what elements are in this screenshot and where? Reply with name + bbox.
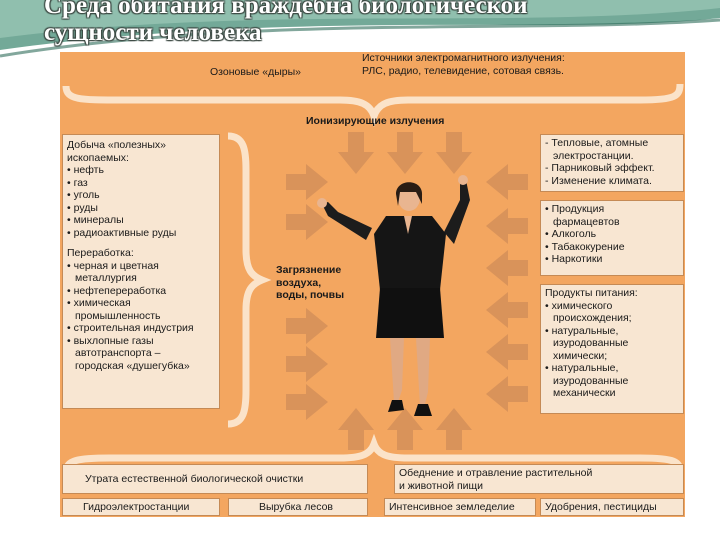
left-box-line: Добыча «полезных» — [67, 139, 166, 151]
right-box2-line: фармацевтов — [553, 215, 620, 228]
right-box3-line: происхождения; — [553, 312, 632, 324]
arrow-up-1 — [338, 408, 374, 450]
left-box-line: • газ — [67, 176, 88, 189]
header-swoosh — [0, 0, 720, 58]
ionizing-radiation-label: Ионизирующие излучения — [306, 115, 445, 127]
arrow-left-4 — [486, 292, 528, 328]
left-box-line: автотранспорта – — [75, 347, 161, 359]
right-box3-line: механически — [553, 387, 616, 399]
left-box-line: • нефтепереработка — [67, 284, 167, 297]
arrow-up-2 — [387, 408, 423, 450]
fertilizers-label: Удобрения, пестициды — [545, 501, 657, 513]
left-box-line: • черная и цветная — [67, 259, 159, 272]
power-plants-box: - Тепловые, атомные электростанции. - Па… — [540, 134, 684, 192]
arrow-left-3 — [486, 250, 528, 286]
arrow-down-1 — [338, 132, 374, 174]
hydro-power-label: Гидроэлектростанции — [83, 501, 190, 513]
right-box3-line: • натуральные, — [545, 362, 619, 374]
right-box2-line: • Алкоголь — [545, 228, 597, 240]
left-box-line: ископаемых: — [67, 151, 129, 164]
right-box3-line: изуродованные — [553, 337, 629, 349]
ozone-holes-label: Озоновые «дыры» — [210, 66, 301, 78]
left-box-line: • выхлопные газы — [67, 334, 154, 347]
left-box-line: • строительная индустрия — [67, 322, 194, 334]
right-box3-line: • натуральные, — [545, 324, 619, 337]
arrow-left-1 — [486, 164, 528, 200]
intensive-farming-box: Интенсивное земледелие — [384, 498, 536, 516]
em-sources-line-1: Источники электромагнитного излучения: — [362, 52, 565, 64]
left-box-line: • радиоактивные руды — [67, 226, 177, 239]
right-box3-line: химически; — [553, 349, 608, 362]
left-box-line: • нефть — [67, 164, 104, 176]
title-line-1: Среда обитания враждебна биологической — [44, 0, 528, 19]
left-brace — [227, 132, 272, 428]
arrow-right-4 — [286, 346, 328, 382]
right-box3-line: изуродованные — [553, 374, 629, 387]
em-sources-line-2: РЛС, радио, телевидение, сотовая связь. — [362, 65, 564, 77]
logging-box: Вырубка лесов — [228, 498, 368, 516]
arrow-down-3 — [436, 132, 472, 174]
intensive-farming-label: Интенсивное земледелие — [389, 501, 515, 513]
pollution-line-1: Загрязнение — [276, 264, 342, 276]
fertilizers-box: Удобрения, пестициды — [540, 498, 684, 516]
left-box-line: Переработка: — [67, 247, 134, 259]
arrow-right-3 — [286, 308, 328, 344]
left-box-line — [67, 239, 215, 247]
arrow-left-2 — [486, 208, 528, 244]
arrow-left-6 — [486, 376, 528, 412]
left-box-line: • руды — [67, 201, 98, 214]
bottom-brace — [62, 433, 684, 473]
right-box1-line: - Тепловые, атомные — [545, 137, 649, 149]
food-depletion-line-2: и животной пищи — [399, 479, 484, 492]
food-depletion-box: Обеднение и отравление растительной и жи… — [394, 464, 684, 494]
logging-label: Вырубка лесов — [259, 501, 333, 513]
arrow-right-2 — [286, 204, 328, 240]
mining-processing-box: Добыча «полезных» ископаемых: • нефть • … — [62, 134, 220, 409]
left-box-line: металлургия — [75, 272, 137, 284]
loss-of-purification-box: Утрата естественной биологической очистк… — [62, 464, 368, 494]
arrows — [286, 132, 528, 450]
left-box-line: • химическая — [67, 297, 131, 309]
loss-of-purification-label: Утрата естественной биологической очистк… — [85, 473, 304, 485]
left-box-line: • минералы — [67, 214, 124, 226]
arrow-left-5 — [486, 334, 528, 370]
right-box3-line: Продукты питания: — [545, 287, 638, 299]
title-line-2: сущности человека — [44, 19, 262, 46]
left-box-line: городская «душегубка» — [75, 359, 190, 372]
right-box1-line: - Изменение климата. — [545, 174, 652, 187]
page-title: Среда обитания враждебна биологической с… — [44, 0, 684, 46]
right-box1-line: - Парниковый эффект. — [545, 162, 655, 174]
right-box2-line: • Наркотики — [545, 253, 603, 265]
right-box2-line: • Продукция — [545, 203, 605, 215]
woman-figure — [317, 175, 470, 416]
food-products-box: Продукты питания: • химического происхож… — [540, 284, 684, 414]
pollution-line-2: воздуха, — [276, 276, 322, 289]
pollution-line-3: воды, почвы — [276, 289, 345, 301]
arrow-right-1 — [286, 164, 328, 200]
left-box-line: промышленность — [75, 309, 161, 322]
right-box2-line: • Табакокурение — [545, 240, 625, 253]
left-box-line: • уголь — [67, 189, 100, 201]
substances-box: • Продукция фармацевтов • Алкоголь • Таб… — [540, 200, 684, 276]
right-box3-line: • химического — [545, 299, 613, 312]
food-depletion-line-1: Обеднение и отравление растительной — [399, 467, 593, 479]
arrow-down-2 — [387, 132, 423, 174]
arrow-up-3 — [436, 408, 472, 450]
pollution-label: Загрязнение воздуха, воды, почвы — [276, 264, 344, 302]
hydro-power-box: Гидроэлектростанции — [62, 498, 220, 516]
arrow-right-5 — [286, 384, 328, 420]
right-box1-line: электростанции. — [553, 149, 634, 162]
top-brace — [62, 83, 684, 128]
